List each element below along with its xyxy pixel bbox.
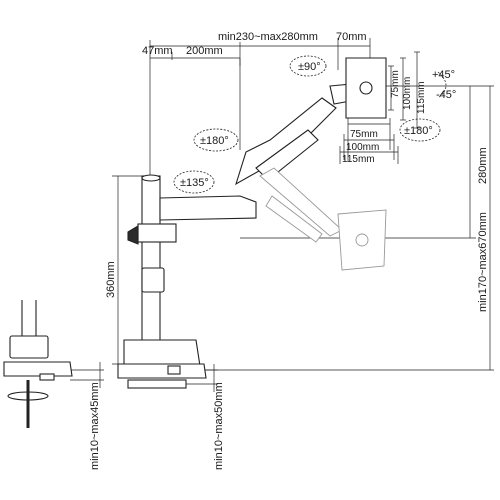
vesa-100-h-label: 100mm [346,142,379,153]
plate-offset-label: 70mm [336,31,367,43]
arm-rotation: ±180° [404,125,433,137]
vesa-75-h-label: 75mm [350,129,378,140]
pole-height-label: 360mm [105,261,117,298]
tilt-down-label: -45° [436,89,456,101]
base-rotation: ±135° [180,177,209,189]
head-rotation: ±180° [200,135,229,147]
rotation-markers [173,55,447,194]
arm-reach-label: min230~max280mm [218,31,318,43]
pole-and-base [117,174,207,389]
arm-linkage [159,83,357,243]
vesa-115-v-label: 115mm [416,81,427,114]
vesa-100-v-label: 100mm [402,77,413,110]
vesa-plates [337,57,387,271]
clamp-detail [3,300,73,428]
tilt-up-label: +45° [432,69,455,81]
swivel-plate-rotation: ±90° [298,61,321,73]
vesa-115-h-label: 115mm [342,154,375,165]
pole-offset-label: 47mm [142,45,173,57]
clamp-thickness-label: min10~max45mm [89,382,101,470]
height-range-label: min170~max670mm [477,212,489,312]
height-adjust-label: 280mm [477,147,489,184]
dimension-lines [70,38,494,392]
grommet-thickness-label: min10~max50mm [213,382,225,470]
vesa-75-v-label: 75mm [390,70,401,98]
arm-segment-label: 200mm [186,45,223,57]
